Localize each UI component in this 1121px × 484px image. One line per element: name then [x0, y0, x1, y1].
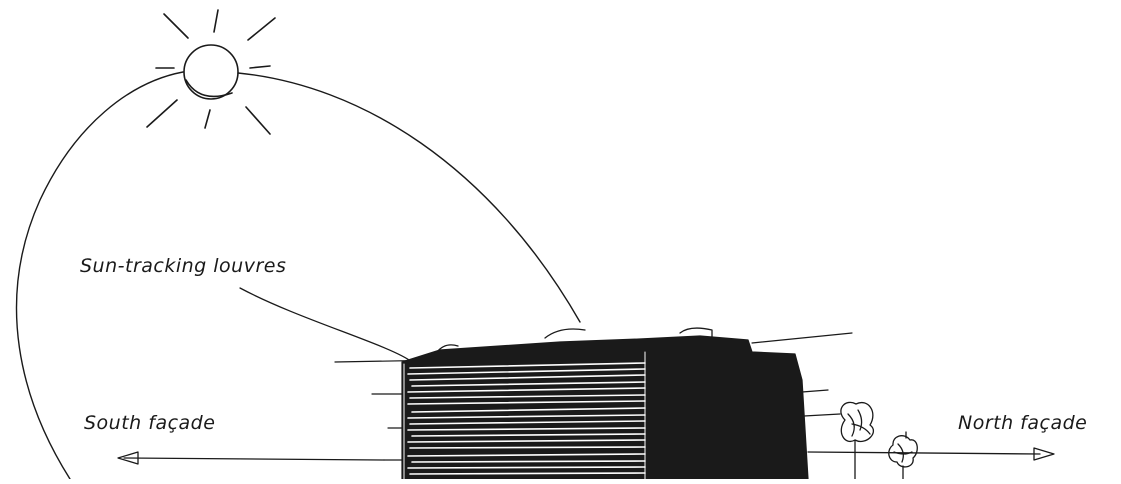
building [402, 328, 808, 479]
roof-bump-mid [545, 329, 585, 338]
building-roof [402, 336, 808, 479]
south-facade-label: South façade [84, 412, 215, 434]
louvres-leader [240, 288, 412, 362]
axis-north [808, 448, 1054, 460]
tree-icon [841, 402, 917, 479]
axis-south [118, 452, 384, 464]
sun-path-arc-descent [238, 73, 580, 322]
north-facade-label: North façade [958, 412, 1087, 434]
sun-icon [147, 10, 275, 134]
louvres-label: Sun-tracking louvres [80, 255, 286, 277]
